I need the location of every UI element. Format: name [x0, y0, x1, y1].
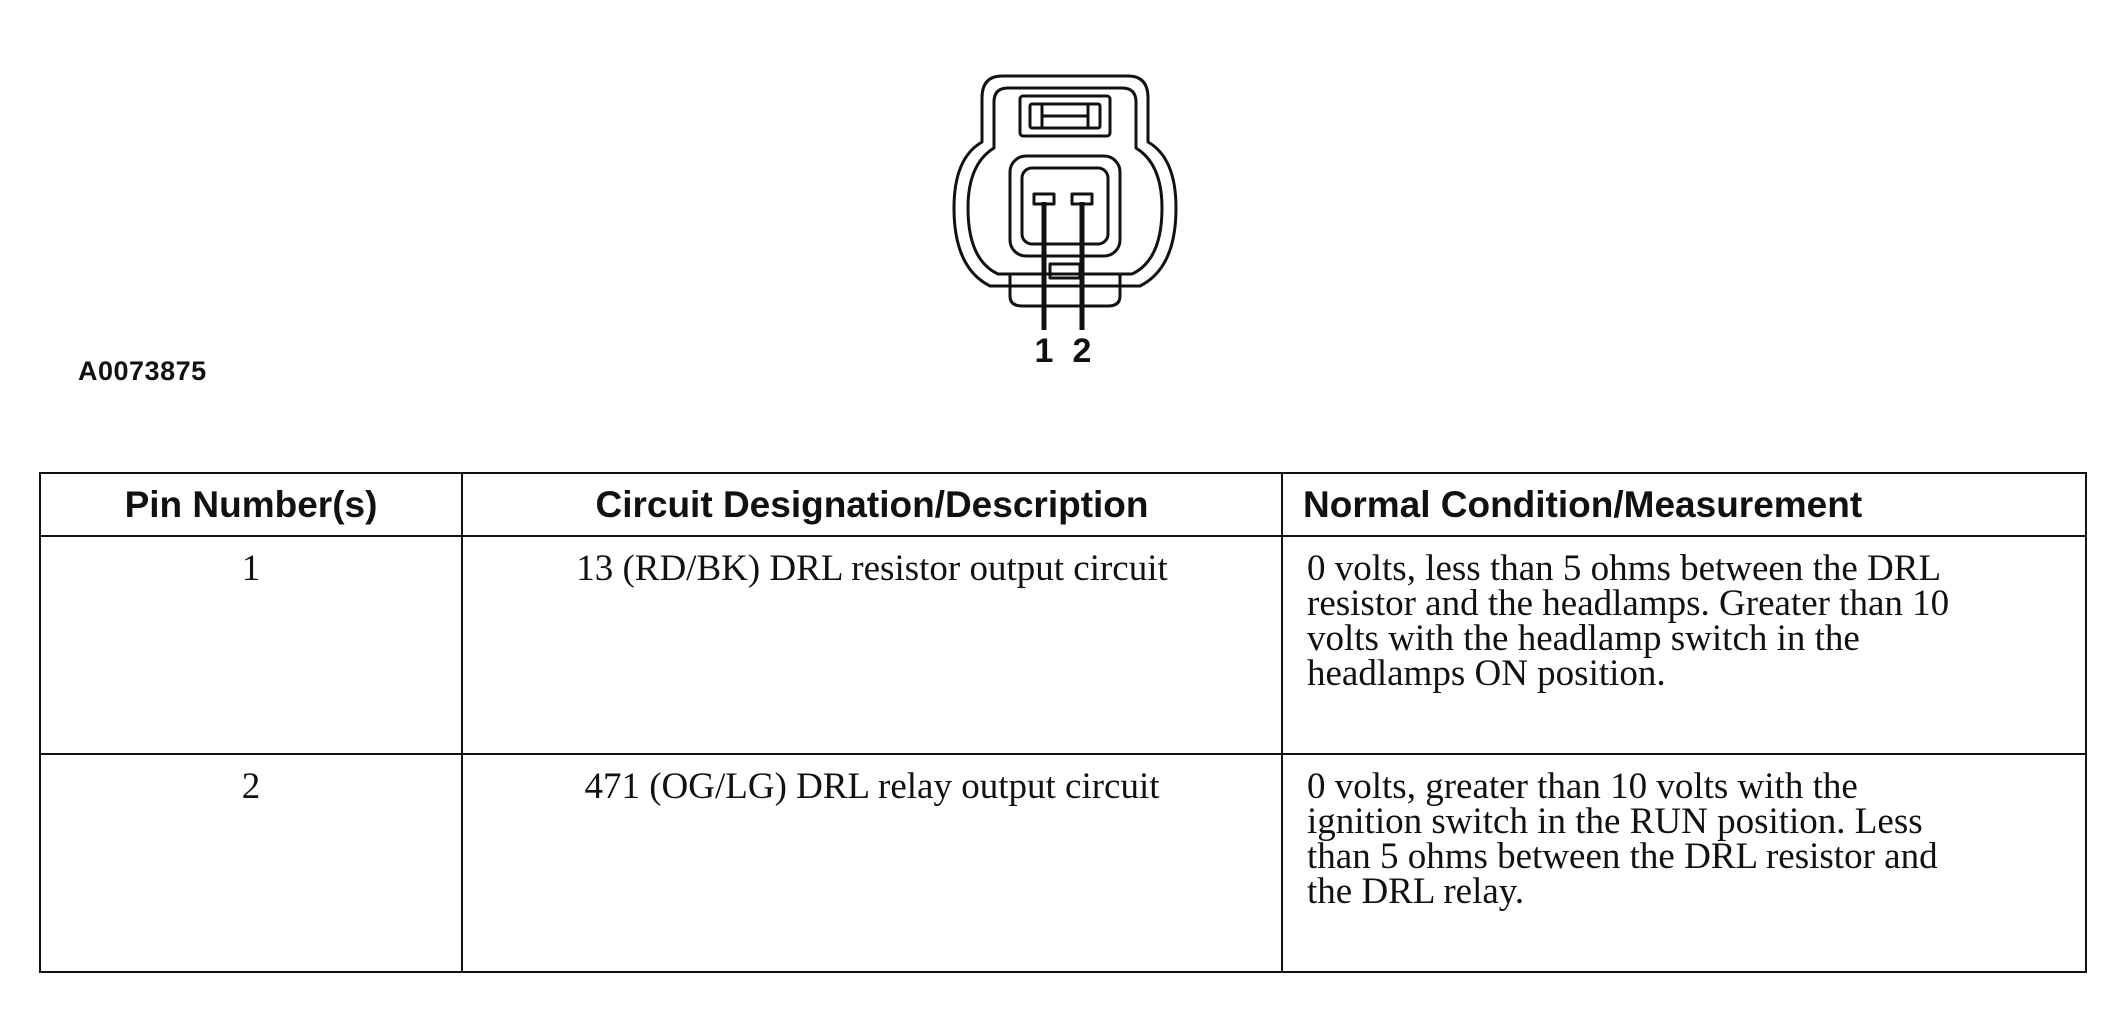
- pin-2-label: 2: [1073, 332, 1092, 368]
- condition-line: resistor and the headlamps. Greater than…: [1307, 583, 1950, 624]
- cell-pin: 1: [39, 535, 463, 755]
- cell-circuit: 13 (RD/BK) DRL resistor output circuit: [461, 535, 1283, 755]
- table-row: 2 471 (OG/LG) DRL relay output circuit 0…: [39, 753, 2087, 973]
- terminal-cavity-outer: [1008, 154, 1122, 258]
- connector-latch: [1018, 94, 1112, 138]
- connector-housing-inner: [966, 86, 1164, 276]
- condition-line: volts with the headlamp switch in the: [1307, 618, 1860, 659]
- cell-condition: 0 volts, less than 5 ohms between the DR…: [1281, 535, 2087, 755]
- condition-line: 0 volts, greater than 10 volts with the: [1307, 766, 1858, 807]
- pinout-table: Pin Number(s) Circuit Designation/Descri…: [39, 472, 2087, 973]
- condition-line: ignition switch in the RUN position. Les…: [1307, 801, 1923, 842]
- header-condition: Normal Condition/Measurement: [1281, 472, 2087, 537]
- table-header-row: Pin Number(s) Circuit Designation/Descri…: [39, 472, 2087, 537]
- header-circuit: Circuit Designation/Description: [461, 472, 1283, 537]
- connector-bottom-tab: [1008, 274, 1122, 308]
- header-pin-number: Pin Number(s): [39, 472, 463, 537]
- condition-line: 0 volts, less than 5 ohms between the DR…: [1307, 548, 1942, 589]
- cell-pin: 2: [39, 753, 463, 973]
- figure-id: A0073875: [78, 356, 207, 386]
- cell-condition: 0 volts, greater than 10 volts with the …: [1281, 753, 2087, 973]
- condition-line: than 5 ohms between the DRL resistor and: [1307, 836, 1938, 877]
- terminal-cavity-inner: [1020, 166, 1110, 246]
- connector-diagram: 1 2: [952, 74, 1178, 368]
- table-row: 1 13 (RD/BK) DRL resistor output circuit…: [39, 535, 2087, 755]
- connector-housing-outer: [952, 74, 1178, 288]
- condition-line: headlamps ON position.: [1307, 653, 1666, 694]
- cell-circuit: 471 (OG/LG) DRL relay output circuit: [461, 753, 1283, 973]
- pin-1-label: 1: [1035, 332, 1054, 368]
- condition-line: the DRL relay.: [1307, 871, 1525, 912]
